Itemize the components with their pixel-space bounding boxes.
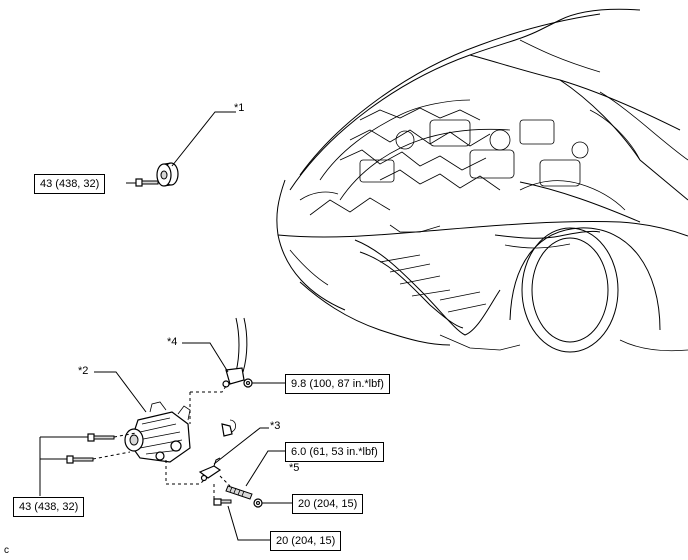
callout-2: *2 [78, 365, 89, 377]
callout-1: *1 [234, 102, 245, 114]
callout-5: *5 [289, 462, 300, 474]
alternator-bolt-upper [87, 433, 115, 442]
terminal-nut [243, 378, 253, 388]
torque-alternator-bolts: 43 (438, 32) [13, 497, 85, 517]
guide-bracket [165, 460, 205, 485]
leader-c2 [94, 371, 147, 413]
callout-3: *3 [270, 420, 281, 432]
leader-c1 [171, 111, 236, 167]
leader-c3 [213, 427, 269, 465]
leader-t-alternator [39, 436, 88, 496]
leader-c4 [182, 342, 229, 373]
alternator-bolt-lower [66, 455, 94, 464]
torque-terminal-nut: 9.8 (100, 87 in.*lbf) [285, 374, 390, 394]
guide-nut [219, 475, 231, 487]
leader-t-bolt-lower [227, 505, 272, 541]
leader-t-bracket [245, 450, 286, 487]
torque-bracket: 6.0 (61, 53 in.*lbf) [285, 442, 384, 462]
wire-harness [222, 317, 248, 388]
torque-bracket-bolt: 20 (204, 15) [270, 531, 342, 551]
stud-bolt [225, 485, 253, 500]
guide-lower-bolt [92, 451, 131, 460]
stud-nut [253, 498, 263, 508]
terminal-cap [221, 419, 236, 437]
guide-upper-bolt [113, 432, 137, 438]
torque-idler-pulley: 43 (438, 32) [34, 174, 106, 194]
bracket-bolt [213, 498, 232, 506]
callout-4: *4 [167, 336, 178, 348]
torque-stud-nut: 20 (204, 15) [292, 494, 364, 514]
idler-pulley [156, 162, 179, 187]
alternator [124, 401, 191, 463]
corner-mark: c [4, 545, 9, 556]
vehicle-front-illustration [276, 8, 688, 353]
guide-terminal [189, 385, 227, 424]
idler-pulley-bolt [135, 178, 159, 187]
